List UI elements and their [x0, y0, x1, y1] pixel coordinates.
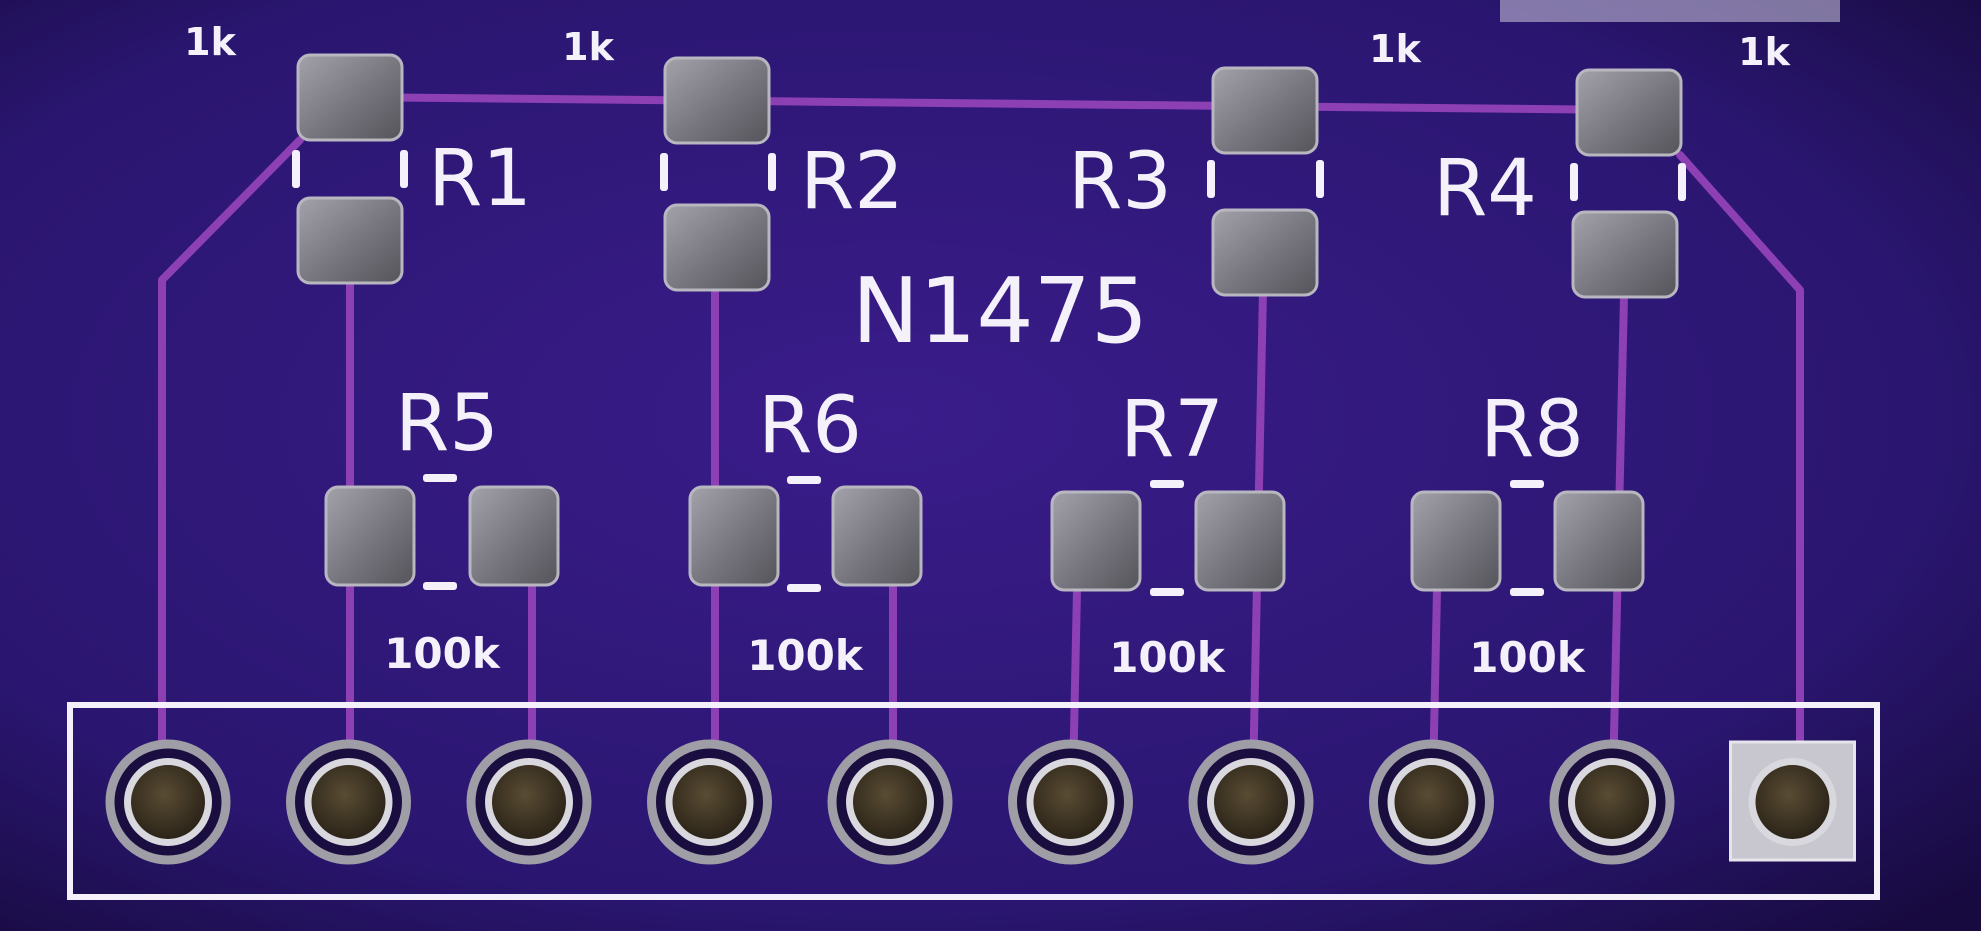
- r1-ref-label: R1: [428, 134, 532, 224]
- header-pin-2: [286, 739, 411, 865]
- resistor-r2: [660, 56, 776, 292]
- pad-r7-left: [1050, 490, 1142, 592]
- header-pin-3: [466, 739, 592, 865]
- silk-mark: [1316, 160, 1324, 198]
- pad-r1-top: [296, 53, 404, 142]
- resistor-r6: [688, 476, 923, 592]
- top-resistors: [292, 53, 1686, 299]
- pcb-edge-glare: [1500, 0, 1840, 22]
- pad-r2-bottom: [663, 203, 771, 292]
- pad-r3-top: [1211, 66, 1319, 155]
- header-pin-9: [1549, 739, 1675, 865]
- r5-value-label: 100k: [384, 629, 501, 678]
- silk-mark: [1510, 588, 1544, 596]
- pad-r3-bottom: [1211, 208, 1319, 297]
- silk-mark: [768, 153, 776, 191]
- trace-r1-left: [158, 136, 304, 744]
- r3-ref-label: R3: [1068, 137, 1172, 227]
- header-pin-10: [1729, 740, 1856, 862]
- r2-value-label: 1k: [562, 25, 614, 69]
- pad-r6-right: [831, 485, 923, 587]
- silk-mark: [423, 582, 457, 590]
- drill-hole: [853, 765, 927, 839]
- r2-ref-label: R2: [800, 137, 904, 227]
- drill-hole: [1214, 765, 1288, 839]
- resistor-r1: [292, 53, 408, 285]
- silk-mark: [423, 474, 457, 482]
- r7-value-label: 100k: [1109, 633, 1226, 682]
- silk-mark: [1150, 588, 1184, 596]
- silk-mark: [787, 584, 821, 592]
- resistor-r8: [1410, 480, 1645, 596]
- r3-value-label: 1k: [1369, 27, 1421, 71]
- resistor-r3: [1207, 66, 1324, 297]
- drill-hole: [311, 765, 386, 839]
- header-pin-6: [1008, 739, 1133, 865]
- header-pin-4: [647, 739, 772, 865]
- silk-mark: [1150, 480, 1184, 488]
- pad-r5-left: [324, 485, 416, 587]
- silk-mark: [787, 476, 821, 484]
- resistor-r7: [1050, 480, 1286, 596]
- header-pin-8: [1369, 739, 1494, 865]
- pad-r1-bottom: [296, 196, 404, 285]
- silk-mark: [1510, 480, 1544, 488]
- pad-r5-right: [468, 485, 560, 587]
- header-pin-7: [1188, 739, 1314, 865]
- drill-hole: [492, 765, 566, 839]
- r6-value-label: 100k: [747, 631, 864, 680]
- trace-top-bus: [346, 93, 1634, 114]
- trace-r4-right: [1676, 151, 1804, 744]
- pad-r2-top: [663, 56, 771, 145]
- r8-value-label: 100k: [1469, 633, 1586, 682]
- pad-r6-left: [688, 485, 780, 587]
- silk-mark: [292, 150, 300, 188]
- drill-hole: [1033, 765, 1108, 839]
- drill-hole: [1394, 765, 1469, 839]
- board-label: N1475: [852, 259, 1148, 364]
- pad-r4-bottom: [1571, 210, 1679, 299]
- drill-hole: [131, 765, 205, 839]
- drill-hole: [1575, 765, 1649, 839]
- silk-mark: [1570, 163, 1578, 201]
- header-pin-5: [827, 739, 953, 865]
- r4-value-label: 1k: [1738, 30, 1790, 74]
- silkscreen-text: 1k 1k 1k 1k R1 R2 R3 R4 N1475 R5 R6 R7 R…: [184, 20, 1790, 682]
- silk-mark: [1678, 163, 1686, 201]
- r5-ref-label: R5: [395, 379, 499, 469]
- pin-header: [105, 739, 1856, 865]
- pad-r8-right: [1553, 490, 1645, 592]
- r4-ref-label: R4: [1433, 144, 1537, 234]
- r1-value-label: 1k: [184, 20, 236, 64]
- pad-r8-left: [1410, 490, 1502, 592]
- pad-r4-top: [1575, 68, 1683, 157]
- silk-mark: [660, 153, 668, 191]
- bottom-resistors: [324, 474, 1645, 596]
- silk-mark: [1207, 160, 1215, 198]
- pad-r7-right: [1194, 490, 1286, 592]
- resistor-r5: [324, 474, 560, 590]
- r7-ref-label: R7: [1120, 385, 1224, 475]
- r6-ref-label: R6: [758, 381, 862, 471]
- header-silkscreen-outline: [67, 702, 1880, 900]
- r8-ref-label: R8: [1480, 385, 1584, 475]
- header-pin-1: [105, 739, 231, 865]
- drill-hole: [672, 765, 747, 839]
- resistor-r4: [1570, 68, 1686, 299]
- silk-mark: [400, 150, 408, 188]
- drill-hole: [1755, 765, 1830, 839]
